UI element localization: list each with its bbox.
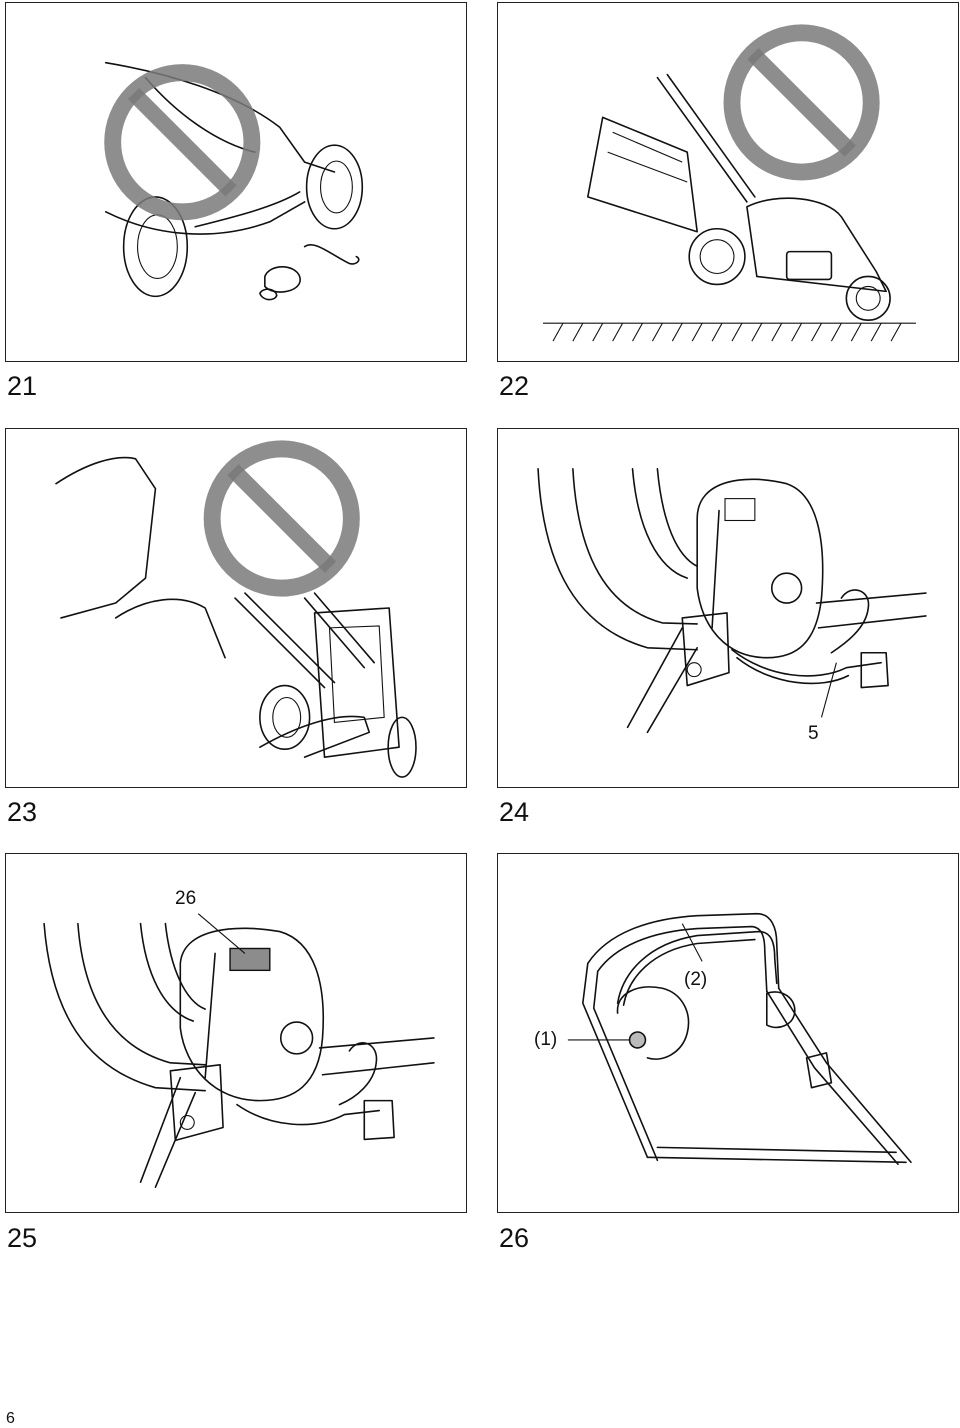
figure-26-panel	[497, 853, 959, 1213]
warning-label	[229, 947, 271, 972]
callout-2: (2)	[684, 969, 708, 990]
figure-23-illustration	[55, 440, 417, 778]
callout-5: 5	[808, 723, 819, 744]
figure-24-panel	[497, 428, 959, 788]
figure-number: 25	[7, 1223, 38, 1253]
figure-number: 26	[499, 1223, 530, 1253]
prohibition-icon	[104, 64, 261, 221]
figure-23-panel	[5, 428, 467, 788]
prohibition-icon	[723, 24, 880, 181]
figure-26-illustration	[567, 912, 912, 1166]
callout-1: (1)	[534, 1029, 558, 1050]
callout-26: 26	[175, 888, 197, 909]
figure-22-panel	[497, 2, 959, 362]
figure-21-illustration	[104, 61, 364, 301]
lock-off-button	[628, 1031, 647, 1049]
figure-21-panel	[5, 2, 467, 362]
figure-25-illustration	[43, 913, 435, 1188]
figure-22-illustration	[543, 24, 916, 342]
figure-number: 24	[499, 797, 530, 827]
figure-number: 23	[7, 797, 38, 827]
figure-24-illustration	[537, 467, 927, 734]
prohibition-icon	[203, 440, 360, 597]
figure-number: 22	[499, 371, 530, 401]
figure-25-panel	[5, 853, 467, 1213]
page-number: 6	[6, 1410, 15, 1427]
figure-number: 21	[7, 371, 38, 401]
